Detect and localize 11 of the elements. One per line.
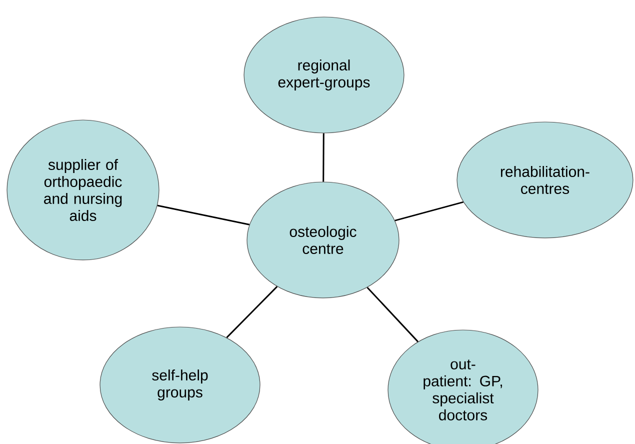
- ellipse-node: self-help groups: [100, 326, 260, 444]
- connector-line: [394, 201, 464, 222]
- connector-line: [226, 286, 278, 338]
- connector-line: [157, 204, 250, 226]
- ellipse-node: regional expert-groups: [244, 16, 404, 134]
- ellipse-node: osteologic centre: [246, 182, 400, 298]
- connector-line: [366, 286, 418, 342]
- ellipse-node: rehabilitation-centres: [456, 122, 634, 238]
- connector-line: [322, 133, 324, 182]
- ellipse-node: supplier of orthopaedic and nursing aids: [6, 120, 160, 260]
- ellipse-node: out-patient: GP, specialist doctors: [388, 330, 538, 444]
